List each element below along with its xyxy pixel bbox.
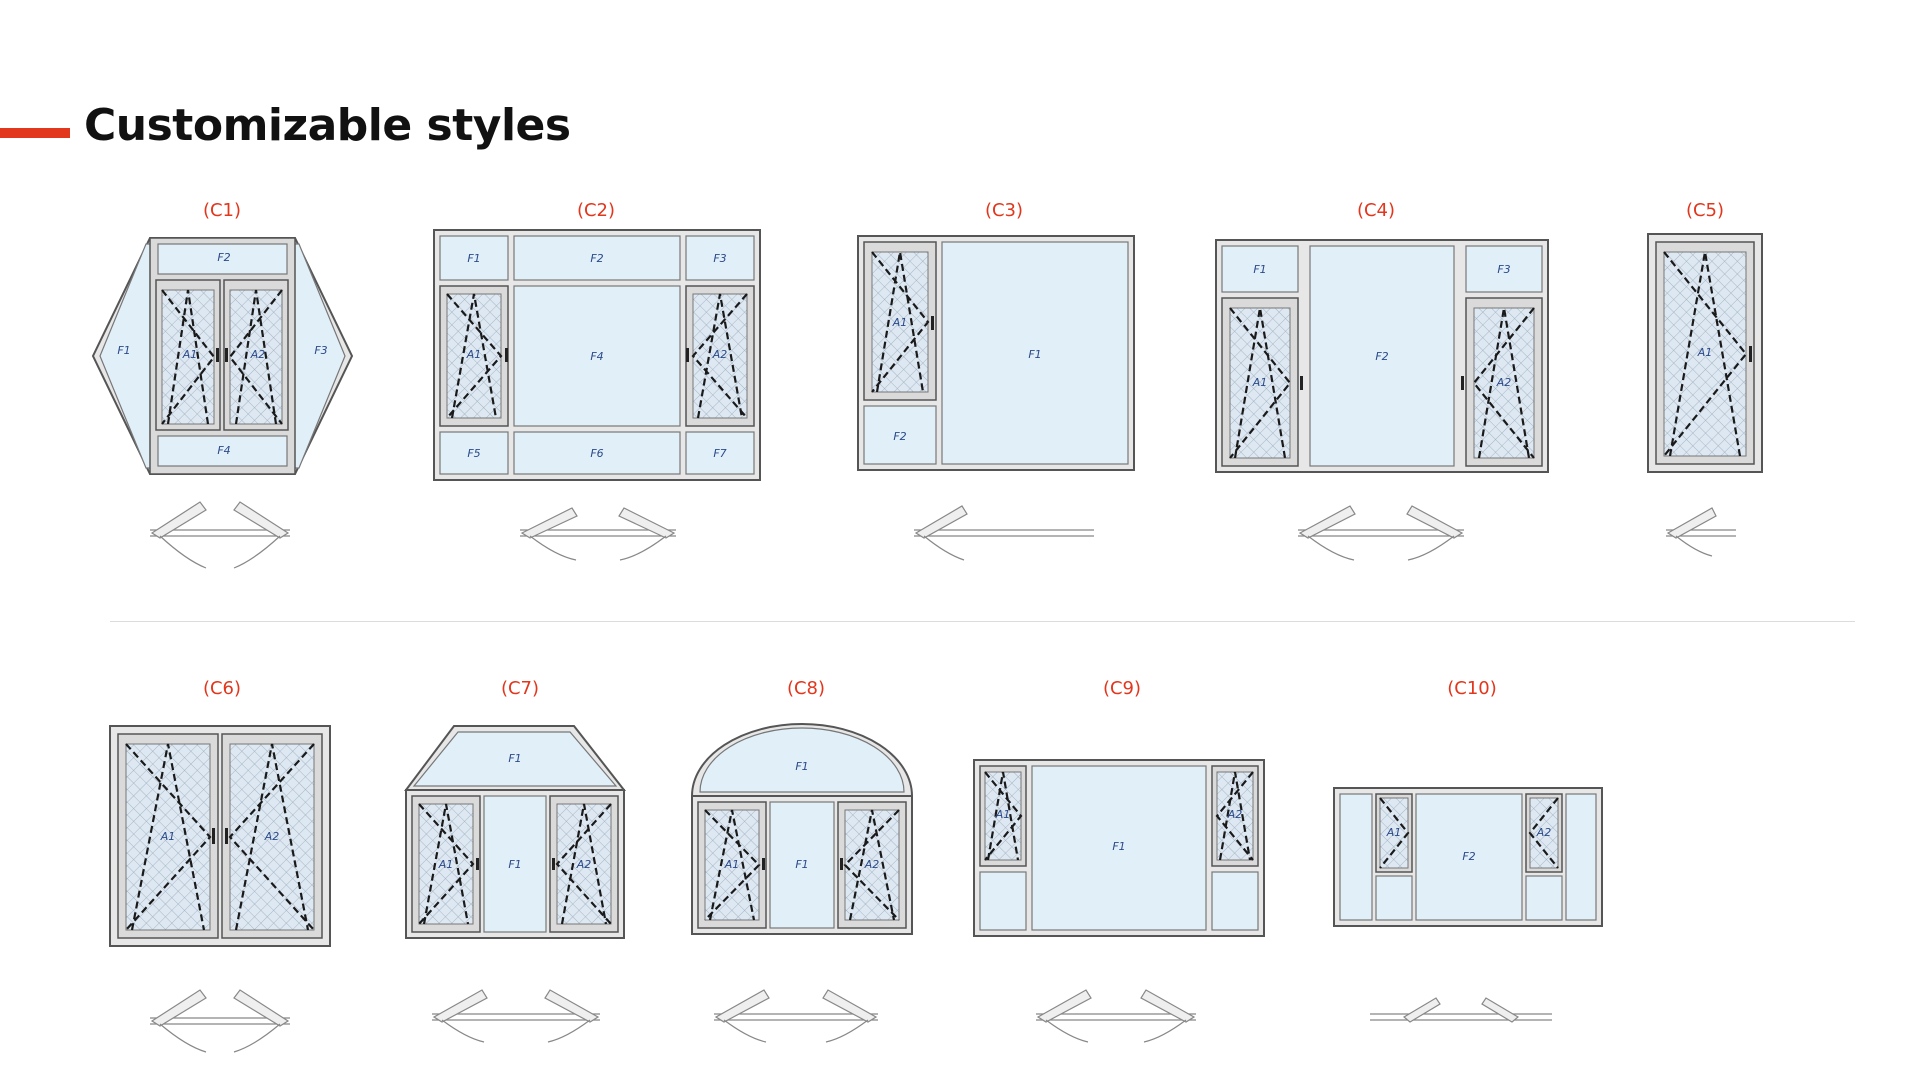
panel-label: F1 bbox=[1028, 348, 1041, 361]
panel-label: F4 bbox=[590, 350, 603, 363]
window-c7: F1 A1 F1 A2 bbox=[404, 725, 627, 939]
panel-label: A1 bbox=[160, 830, 176, 843]
style-label-c1: (C1) bbox=[202, 200, 242, 221]
opening-diagram-c7 bbox=[432, 989, 600, 1043]
style-label-c6: (C6) bbox=[202, 678, 242, 699]
panel-label: F6 bbox=[590, 447, 603, 460]
panel-label: F3 bbox=[713, 252, 726, 265]
panel-label: F4 bbox=[217, 444, 230, 457]
panel-label: F1 bbox=[467, 252, 480, 265]
panel-label: F2 bbox=[217, 251, 230, 264]
panel-label: A2 bbox=[1496, 376, 1512, 389]
opening-diagram-c8 bbox=[714, 989, 878, 1043]
panel-label: F1 bbox=[795, 858, 808, 871]
panel-label: A1 bbox=[438, 858, 454, 871]
panel-label: F5 bbox=[467, 447, 480, 460]
panel-label: A2 bbox=[1227, 808, 1243, 821]
style-label-c3: (C3) bbox=[984, 200, 1024, 221]
panel-label: F2 bbox=[1462, 850, 1475, 863]
style-label-c4: (C4) bbox=[1356, 200, 1396, 221]
panel-label: A1 bbox=[182, 348, 198, 361]
panel-label: F3 bbox=[1497, 263, 1510, 276]
panel-label: F2 bbox=[893, 430, 906, 443]
window-c4: F1 F2 F3 A1 A2 bbox=[1215, 239, 1549, 473]
window-c8: F1 A1 F1 A2 bbox=[690, 723, 914, 935]
style-label-c10: (C10) bbox=[1447, 678, 1497, 699]
panel-label: F3 bbox=[314, 344, 327, 357]
style-label-c7: (C7) bbox=[500, 678, 540, 699]
panel-label: A2 bbox=[712, 348, 728, 361]
opening-diagram-c10 bbox=[1370, 997, 1552, 1023]
window-c1: F2 A1 A2 F1 F3 F4 bbox=[91, 237, 354, 475]
window-c2: F1 F2 F3 A1 F4 A2 F5 F6 F7 bbox=[433, 229, 761, 481]
opening-diagram-c3 bbox=[914, 505, 1094, 561]
panel-label: A1 bbox=[1252, 376, 1268, 389]
opening-diagram-c9 bbox=[1036, 989, 1196, 1043]
panel-label: A2 bbox=[250, 348, 266, 361]
panel-label: A1 bbox=[1386, 826, 1402, 839]
panel-label: A2 bbox=[576, 858, 592, 871]
panel-label: A2 bbox=[1536, 826, 1552, 839]
panel-label: A1 bbox=[724, 858, 740, 871]
panel-label: F7 bbox=[713, 447, 726, 460]
panel-label: A2 bbox=[864, 858, 880, 871]
panel-label: F1 bbox=[1112, 840, 1125, 853]
opening-diagram-c2 bbox=[520, 507, 676, 561]
style-label-c2: (C2) bbox=[576, 200, 616, 221]
window-c3: A1 F2 F1 bbox=[857, 235, 1135, 471]
style-label-c8: (C8) bbox=[786, 678, 826, 699]
panel-label: A1 bbox=[892, 316, 908, 329]
opening-diagram-c4 bbox=[1298, 505, 1464, 561]
panel-label: F2 bbox=[590, 252, 603, 265]
panel-label: F2 bbox=[1375, 350, 1388, 363]
panel-label: F1 bbox=[508, 752, 521, 765]
panel-label: A1 bbox=[995, 808, 1011, 821]
panel-label: F1 bbox=[117, 344, 130, 357]
panel-label: F1 bbox=[508, 858, 521, 871]
title-accent-bar bbox=[0, 128, 70, 138]
panel-label: F1 bbox=[1253, 263, 1266, 276]
style-label-c9: (C9) bbox=[1102, 678, 1142, 699]
window-c10: A1 F2 A2 bbox=[1333, 787, 1603, 927]
window-c9: A1 F1 A2 bbox=[973, 759, 1265, 937]
panel-label: A1 bbox=[1697, 346, 1713, 359]
row-divider bbox=[110, 621, 1855, 622]
window-c6: A1 A2 bbox=[109, 725, 331, 947]
window-c5: A1 bbox=[1647, 233, 1763, 473]
page-title: Customizable styles bbox=[84, 100, 571, 151]
opening-diagram-c6 bbox=[150, 989, 290, 1053]
panel-label: A2 bbox=[264, 830, 280, 843]
style-label-c5: (C5) bbox=[1685, 200, 1725, 221]
panel-label: A1 bbox=[466, 348, 482, 361]
panel-label: F1 bbox=[795, 760, 808, 773]
opening-diagram-c5 bbox=[1666, 507, 1736, 557]
opening-diagram-c1 bbox=[150, 501, 290, 569]
